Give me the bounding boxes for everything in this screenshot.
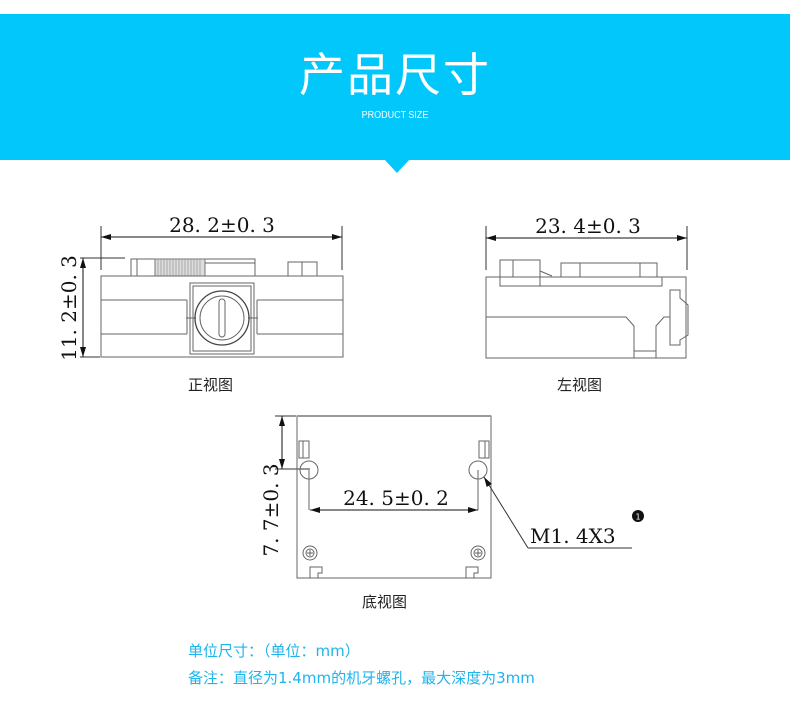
front-view-caption: 正视图: [188, 376, 234, 394]
page-subtitle: PRODUCT SIZE: [361, 110, 429, 121]
left-width-dim: 23. 4±0. 3: [535, 214, 641, 238]
page-title: 产品尺寸: [299, 48, 491, 102]
bottom-view-caption: 底视图: [362, 593, 408, 611]
left-view-caption: 左视图: [557, 376, 603, 394]
remark-note: 备注：直径为1.4mm的机牙螺孔，最大深度为3mm: [188, 669, 535, 687]
hole-spacing-dim: 24. 5±0. 2: [343, 486, 449, 510]
front-width-dim: 28. 2±0. 3: [169, 213, 275, 237]
bottom-view: [275, 415, 632, 579]
header-banner: 产品尺寸 PRODUCT SIZE: [0, 14, 790, 160]
banner-pointer: [384, 159, 410, 173]
front-view: [80, 226, 344, 358]
unit-note: 单位尺寸：（单位：mm）: [188, 642, 360, 660]
callout-marker-number: 1: [635, 513, 640, 522]
front-height-dim: 11. 2±0. 3: [57, 255, 81, 361]
left-view: [485, 226, 689, 359]
callout-marker-badge: [632, 510, 644, 522]
thread-callout: M1. 4X3: [530, 524, 616, 548]
hole-offset-dim: 7. 7±0. 3: [259, 463, 283, 556]
